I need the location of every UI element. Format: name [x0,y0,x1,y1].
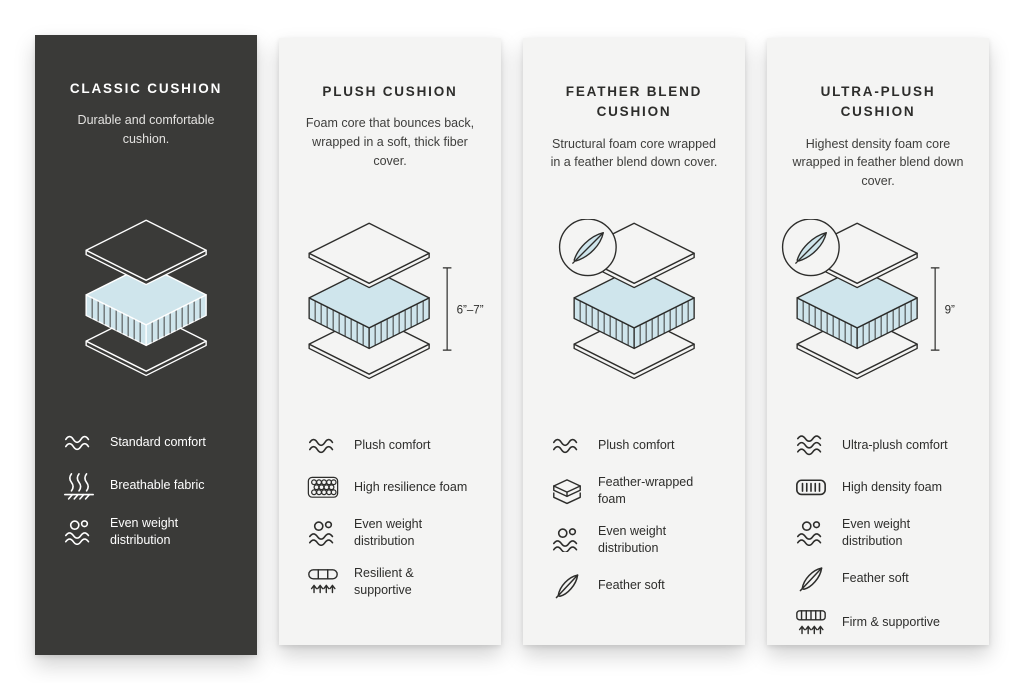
top-cover-top-face [308,222,431,284]
cushion-illustration: 9” [767,200,989,406]
cushion-diagram: 9” [782,219,955,380]
feature-row: Plush comfort [305,432,491,459]
card-classic-cushion: CLASSIC CUSHION Durable and comfortable … [35,35,257,655]
foam-hatch-lines [314,300,424,346]
feature-label: Even weight distribution [354,517,423,548]
height-measure-bracket [931,267,940,351]
feature-label: Standard comfort [110,435,206,450]
foam-hatch-lines [802,300,912,346]
foam-hatch-lines [579,300,689,346]
density-foam-icon [793,476,829,499]
feature-label: Breathable fabric [110,478,205,493]
feather-badge-spine [571,232,604,265]
cushion-illustration [35,197,257,403]
resilience-foam-icon [305,475,341,500]
feature-label: Even weight distribution [598,523,667,555]
feature-row: Even weight distribution [549,523,735,557]
comfort-waves-icon [61,430,97,455]
even-weight-icon [305,520,341,546]
card-description: Highest density foam core wrapped in fea… [792,136,964,189]
cushion-diagram [558,219,695,380]
breathable-fabric-icon [61,471,97,500]
even-weight-icon [793,520,829,546]
cushion-diagram: 6”–7” [308,222,484,380]
card-header: ULTRA-PLUSH CUSHION Highest density foam… [767,38,989,200]
card-ultra-plush-cushion: ULTRA-PLUSH CUSHION Highest density foam… [767,38,989,645]
feature-row: Plush comfort [549,432,735,459]
feature-row: Firm & supportive [793,608,979,636]
feature-row: High density foam [793,474,979,501]
feature-row: Resilient & supportive [305,565,491,599]
comfort-waves-icon [305,433,341,458]
card-title: CLASSIC CUSHION [69,81,223,96]
feature-row: Breathable fabric [61,471,247,500]
feature-row: Even weight distribution [61,515,247,549]
even-weight-icon [61,519,97,545]
feature-row: Ultra-plush comfort [793,432,979,459]
feature-row: Feather soft [549,572,735,600]
card-title: FEATHER BLEND CUSHION [565,84,703,120]
feature-label: Plush comfort [598,438,675,453]
cushion-comparison-panel: CLASSIC CUSHION Durable and comfortable … [35,35,989,655]
feature-label: Feather-wrapped foam [598,475,694,506]
cushion-illustration: 6”–7” [279,200,501,406]
comfort-waves-icon [549,433,585,458]
feature-label: Feather soft [842,571,909,586]
card-header: FEATHER BLEND CUSHION Structural foam co… [523,38,745,200]
card-header: PLUSH CUSHION Foam core that bounces bac… [279,38,501,200]
resilient-support-icon [305,567,341,595]
ultra-waves-icon [793,432,829,458]
card-title: PLUSH CUSHION [322,84,458,99]
height-label: 6”–7” [457,304,484,316]
feature-label: Feather soft [598,578,665,593]
card-header: CLASSIC CUSHION Durable and comfortable … [35,35,257,197]
feather-badge-spine [795,232,828,265]
card-plush-cushion: PLUSH CUSHION Foam core that bounces bac… [279,38,501,645]
feature-label: Firm & supportive [842,614,940,629]
firm-support-icon [793,608,829,636]
feature-label: Plush comfort [354,438,431,453]
card-description: Durable and comfortable cushion. [77,113,215,146]
feather-wrapped-icon [549,477,585,505]
cushion-diagram [85,219,207,377]
feature-row: Feather soft [793,565,979,593]
card-feather-blend-cushion: FEATHER BLEND CUSHION Structural foam co… [523,38,745,645]
feature-label: Even weight distribution [110,516,179,548]
feature-label: Resilient & supportive [354,565,414,597]
height-measure-bracket [443,267,452,351]
feature-row: High resilience foam [305,474,491,501]
feature-row: Standard comfort [61,429,247,456]
feature-row: Even weight distribution [305,516,491,550]
feather-soft-icon [549,572,585,600]
height-label: 9” [945,304,955,316]
cushion-illustration [523,200,745,406]
card-description: Foam core that bounces back, wrapped in … [305,116,475,168]
feather-soft-icon [793,565,829,593]
feature-label: High resilience foam [354,480,468,495]
feature-label: High density foam [842,480,943,495]
even-weight-icon [549,527,585,553]
card-title: ULTRA-PLUSH CUSHION [820,84,936,120]
top-cover-top-face [85,219,207,281]
foam-hatch-lines [91,297,201,343]
feature-label: Ultra-plush comfort [842,438,948,453]
feature-label: Even weight distribution [842,517,911,548]
feature-row: Even weight distribution [793,516,979,550]
card-description: Structural foam core wrapped in a feathe… [550,136,718,170]
feature-row: Feather-wrapped foam [549,474,735,508]
